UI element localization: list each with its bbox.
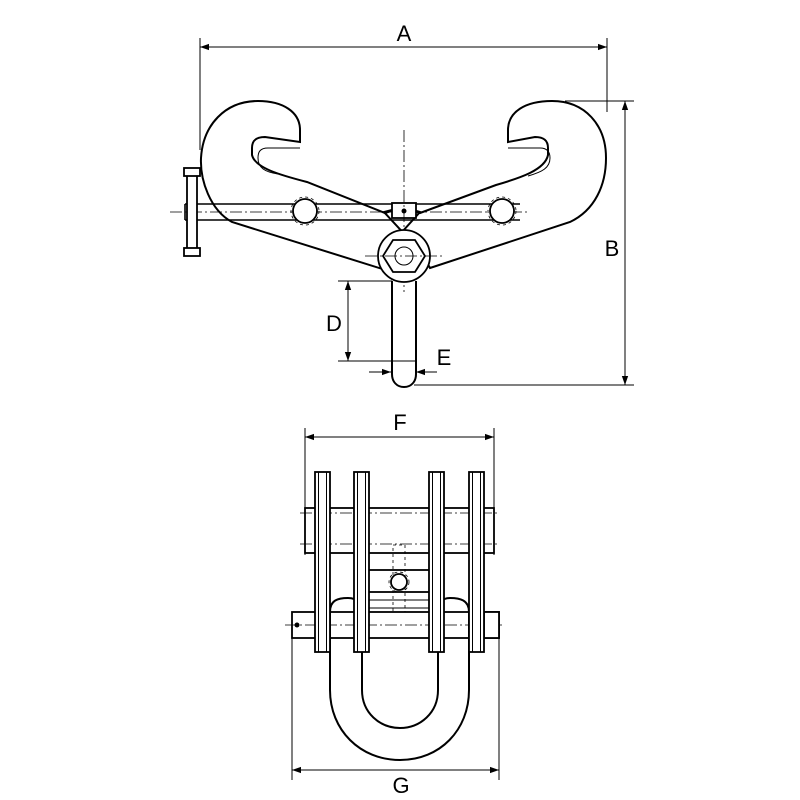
- side-view: F G: [285, 410, 505, 798]
- side-plate-inner-left: [353, 471, 370, 653]
- dimension-label-g: G: [392, 773, 409, 798]
- side-plate-outer-right: [468, 471, 485, 653]
- right-pivot-pin: [489, 198, 515, 224]
- dimension-b: B: [414, 100, 634, 386]
- side-plate-inner-right: [428, 471, 445, 653]
- dimension-g: G: [291, 632, 500, 798]
- right-hook-edge: [508, 147, 551, 177]
- dimension-label-e: E: [437, 345, 452, 370]
- dimension-label-b: B: [605, 236, 620, 261]
- handle-bar: [183, 167, 201, 257]
- dimension-a: A: [199, 21, 608, 150]
- shackle-nut: [381, 239, 427, 273]
- cross-rod: [170, 203, 530, 221]
- left-pivot-pin: [292, 198, 318, 224]
- dimension-d: D: [326, 280, 392, 362]
- left-hook-edge: [257, 147, 300, 175]
- right-jaw: [382, 99, 608, 270]
- middle-pin: [390, 573, 408, 591]
- top-crossbar: [304, 507, 495, 554]
- dimension-label-d: D: [326, 311, 342, 336]
- dimension-e: E: [369, 345, 452, 376]
- front-view: A B D E: [170, 21, 634, 389]
- lifting-eye: [391, 281, 417, 389]
- dimension-f: F: [304, 410, 495, 555]
- side-plate-outer-left: [314, 471, 331, 653]
- dimension-label-f: F: [393, 410, 406, 435]
- dimension-label-a: A: [397, 21, 412, 46]
